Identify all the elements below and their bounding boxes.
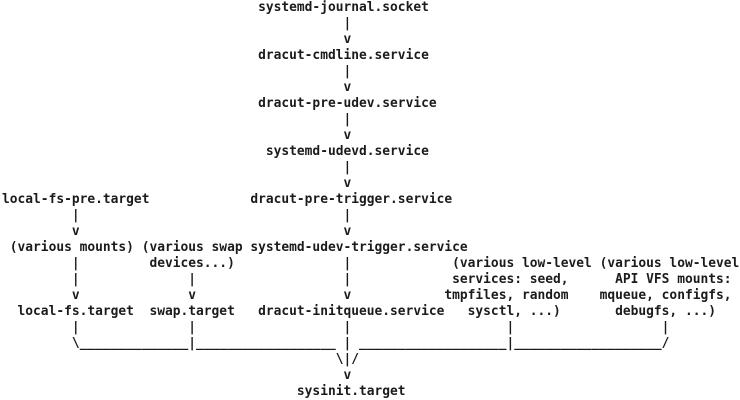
bootup-flow-diagram: systemd-journal.socket | v dracut-cmdlin… <box>0 0 740 400</box>
bootup-flow-ascii-art: systemd-journal.socket | v dracut-cmdlin… <box>2 0 740 399</box>
